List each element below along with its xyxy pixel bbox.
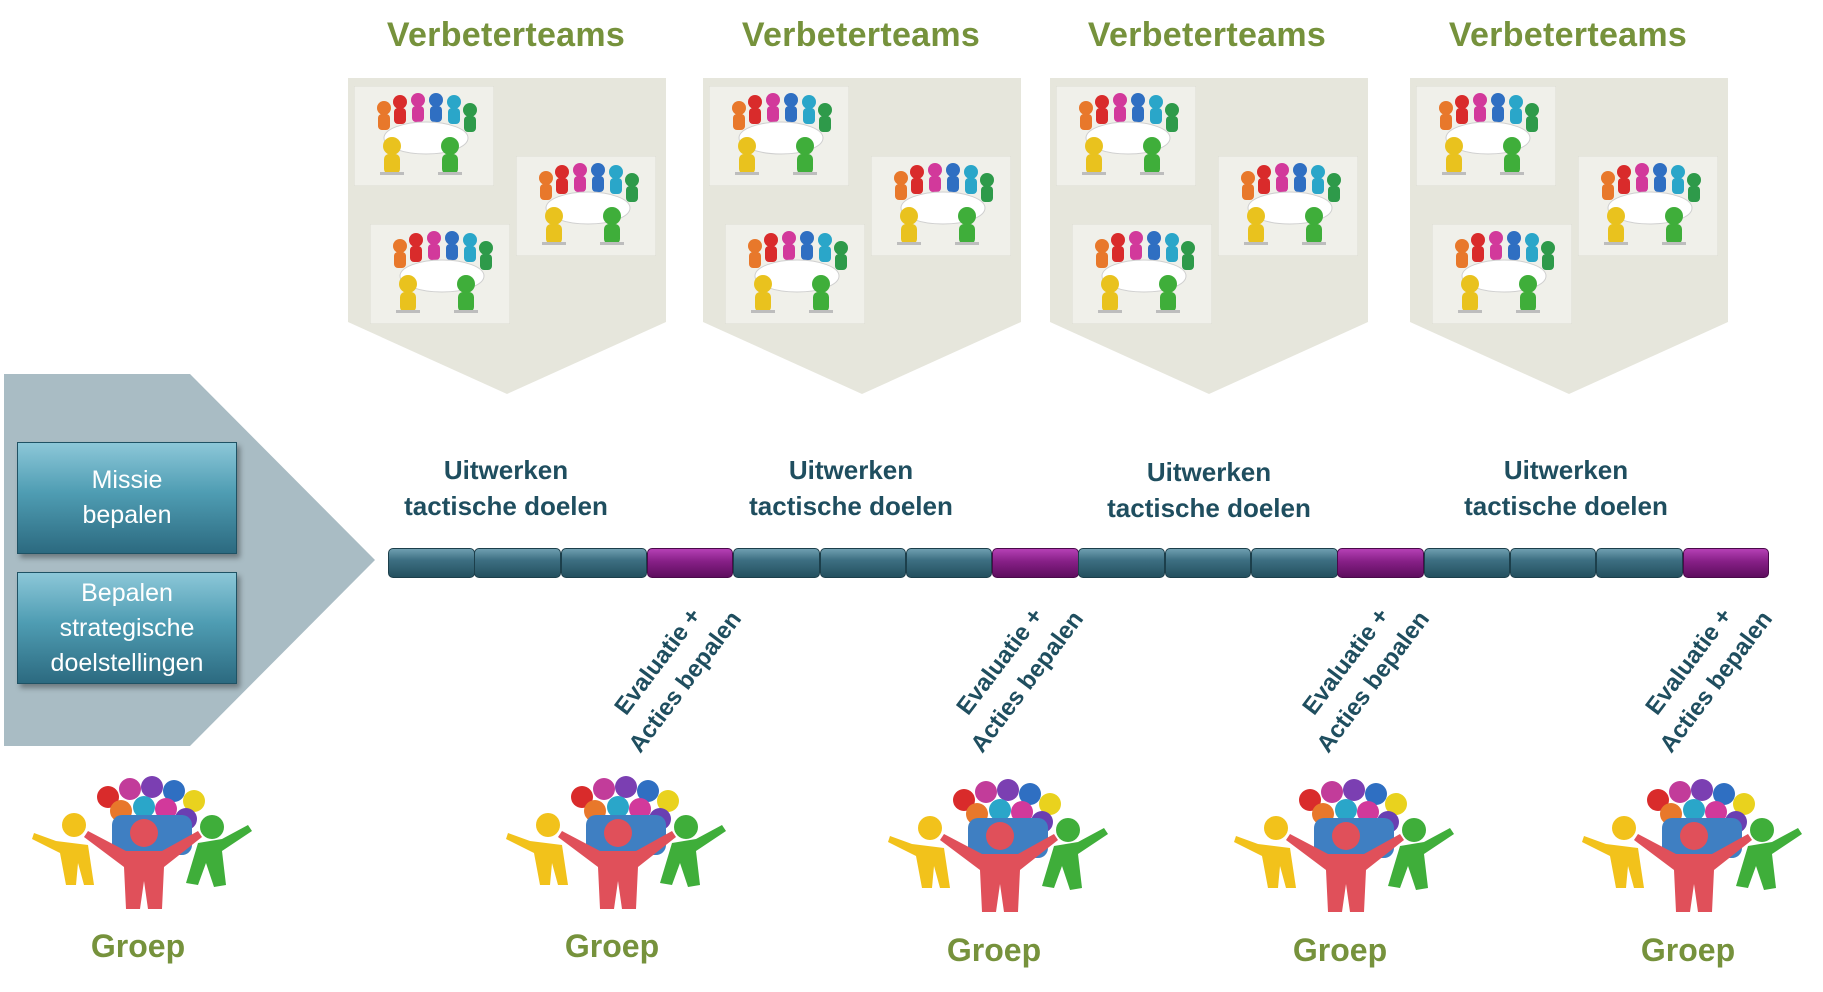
phase-4-line1: Uitwerken <box>1503 455 1629 485</box>
phase-label-3: Uitwerken tactische doelen <box>1089 454 1329 526</box>
phase-4-line2: tactische doelen <box>1464 491 1668 521</box>
timeline-phase-segment <box>560 548 648 578</box>
team-title-4: Verbeterteams <box>1448 16 1688 54</box>
team-shield-1 <box>348 78 666 394</box>
meeting-table-icon <box>871 156 1011 256</box>
meeting-table-icon <box>1056 86 1196 186</box>
team-title-1: Verbeterteams <box>386 16 626 54</box>
group-crowd-icon-4 <box>1228 778 1458 918</box>
timeline-phase-segment <box>1423 548 1511 578</box>
meeting-table-icon <box>1578 156 1718 256</box>
timeline-phase-segment <box>1596 548 1683 578</box>
meeting-table-icon <box>709 86 849 186</box>
evaluation-label-1: Evaluatie + Acties bepalen <box>573 556 772 789</box>
left-arrow-shape <box>4 374 375 746</box>
timeline-phase-segment <box>819 548 906 578</box>
timeline-evaluation-segment <box>1337 548 1424 578</box>
meeting-table-icon <box>370 224 510 324</box>
group-label-3: Groep <box>946 932 1042 968</box>
phase-label-4: Uitwerken tactische doelen <box>1446 452 1686 524</box>
group-label-4: Groep <box>1292 932 1388 968</box>
missie-bepalen-box: Missie bepalen <box>17 442 237 554</box>
evaluation-label-4: Evaluatie + Acties bepalen <box>1604 556 1803 789</box>
meeting-table-icon <box>1218 156 1358 256</box>
meeting-table-icon <box>1072 224 1212 324</box>
timeline-phase-segment <box>1164 548 1252 578</box>
meeting-table-icon <box>1416 86 1556 186</box>
strategie-line1: Bepalen <box>81 578 173 607</box>
phase-2-line2: tactische doelen <box>749 491 953 521</box>
group-crowd-icon-1 <box>26 775 256 915</box>
group-crowd-icon-3 <box>882 778 1112 918</box>
phase-1-line1: Uitwerken <box>443 455 569 485</box>
meeting-table-icon <box>1432 224 1572 324</box>
meeting-table-icon <box>354 86 494 186</box>
timeline-evaluation-segment <box>1682 548 1769 578</box>
evaluation-label-3: Evaluatie + Acties bepalen <box>1261 556 1460 789</box>
phase-label-1: Uitwerken tactische doelen <box>386 452 626 524</box>
team-title-2: Verbeterteams <box>741 16 981 54</box>
timeline-phase-segment <box>1509 548 1597 578</box>
strategische-doelstellingen-box: Bepalen strategische doelstellingen <box>17 572 237 684</box>
timeline-phase-segment <box>733 548 820 578</box>
group-crowd-icon-2 <box>500 775 730 915</box>
phase-1-line2: tactische doelen <box>404 491 608 521</box>
timeline-phase-segment <box>905 548 993 578</box>
group-crowd-icon-5 <box>1576 778 1806 918</box>
timeline-evaluation-segment <box>992 548 1079 578</box>
phase-2-line1: Uitwerken <box>788 455 914 485</box>
strategie-line3: doelstellingen <box>50 648 204 677</box>
team-shield-2 <box>703 78 1021 394</box>
meeting-table-icon <box>516 156 656 256</box>
timeline-phase-segment <box>1078 548 1165 578</box>
evaluation-label-2: Evaluatie + Acties bepalen <box>915 556 1114 789</box>
group-label-2: Groep <box>564 928 660 964</box>
group-label-1: Groep <box>90 928 186 964</box>
timeline-phase-segment <box>388 548 475 578</box>
phase-3-line1: Uitwerken <box>1146 457 1272 487</box>
team-shield-4 <box>1410 78 1728 394</box>
team-shield-3 <box>1050 78 1368 394</box>
group-label-5: Groep <box>1640 932 1736 968</box>
team-title-3: Verbeterteams <box>1087 16 1327 54</box>
phase-3-line2: tactische doelen <box>1107 493 1311 523</box>
strategie-line2: strategische <box>59 613 195 642</box>
timeline-phase-segment <box>1251 548 1338 578</box>
missie-line2: bepalen <box>82 501 172 529</box>
missie-line1: Missie <box>91 466 163 494</box>
phase-label-2: Uitwerken tactische doelen <box>731 452 971 524</box>
meeting-table-icon <box>725 224 865 324</box>
timeline-evaluation-segment <box>646 548 734 578</box>
timeline-phase-segment <box>474 548 561 578</box>
